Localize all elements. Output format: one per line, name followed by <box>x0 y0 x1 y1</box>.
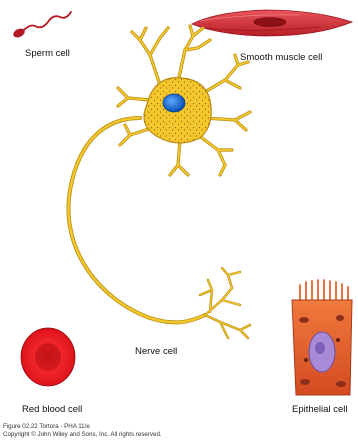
smooth-muscle-cell-drawing <box>192 10 352 36</box>
smooth-muscle-cell-label: Smooth muscle cell <box>240 52 322 63</box>
epithelial-cell-drawing <box>292 280 352 395</box>
red-blood-cell-label: Red blood cell <box>22 404 82 415</box>
sperm-cell-drawing <box>12 12 71 39</box>
nerve-cell-label: Nerve cell <box>135 346 177 357</box>
figure-caption-line1: Figure 02.22 Tortora - PHA 11/e <box>3 423 90 431</box>
red-blood-cell-drawing <box>21 328 75 386</box>
sperm-cell-label: Sperm cell <box>25 48 70 59</box>
epithelial-cell-label: Epithelial cell <box>292 404 347 415</box>
figure-caption-line2: Copyright © John Wiley and Sons, Inc. Al… <box>3 431 162 439</box>
nerve-cell-drawing <box>68 26 250 338</box>
